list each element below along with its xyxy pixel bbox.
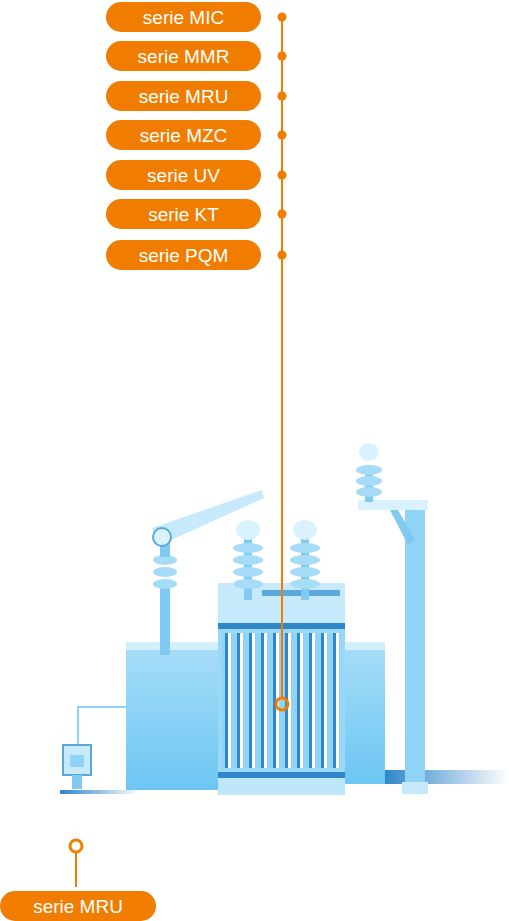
series-pill: serie MZC bbox=[106, 120, 261, 150]
series-label: serie MIC bbox=[143, 8, 224, 27]
base-block bbox=[343, 642, 385, 784]
tank-foot bbox=[218, 778, 345, 795]
series-label: serie MMR bbox=[138, 47, 230, 66]
bushing bbox=[290, 520, 320, 600]
ground-line bbox=[60, 790, 140, 794]
bushing bbox=[233, 520, 263, 600]
base-top bbox=[126, 642, 220, 650]
series-label: serie MRU bbox=[139, 87, 229, 106]
series-pill: serie KT bbox=[106, 199, 261, 229]
base-top bbox=[343, 642, 385, 650]
disconnector bbox=[152, 490, 264, 655]
series-label: serie PQM bbox=[139, 246, 229, 265]
leader-line bbox=[70, 840, 82, 887]
series-pill: serie UV bbox=[106, 160, 261, 190]
meter-device bbox=[63, 707, 126, 789]
tank-band bbox=[218, 772, 345, 778]
series-label: serie MRU bbox=[33, 897, 123, 916]
pole bbox=[356, 443, 428, 794]
series-label: serie MZC bbox=[140, 126, 228, 145]
series-pill: serie PQM bbox=[106, 240, 261, 270]
leader-line bbox=[276, 13, 288, 711]
series-pill: serie MRU bbox=[0, 891, 156, 921]
series-pill: serie MRU bbox=[106, 81, 261, 111]
series-label: serie UV bbox=[147, 166, 220, 185]
series-pill: serie MIC bbox=[106, 2, 261, 32]
ground-line bbox=[385, 770, 509, 784]
series-label: serie KT bbox=[148, 205, 219, 224]
series-pill: serie MMR bbox=[106, 41, 261, 71]
base-block bbox=[126, 642, 220, 790]
